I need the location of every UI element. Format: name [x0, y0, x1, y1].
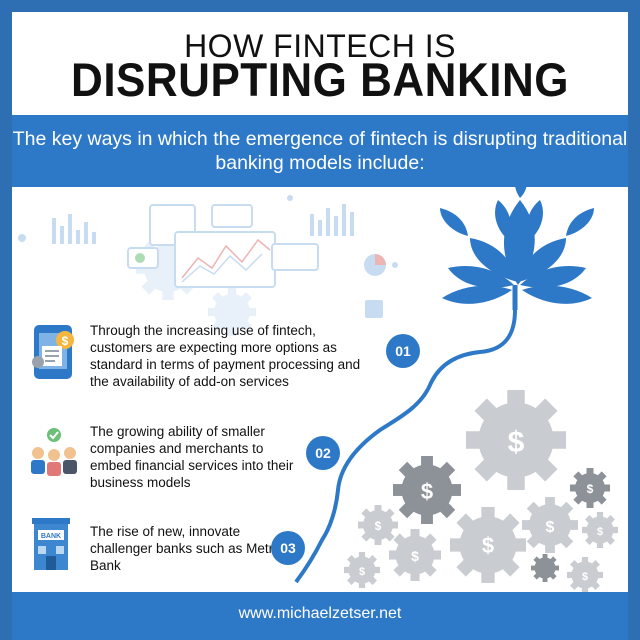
bank-sign: BANK: [41, 533, 61, 540]
item-text: The growing ability of smaller companies…: [90, 424, 294, 490]
growth-line: [294, 309, 517, 584]
dollar-sign-icon: $: [508, 426, 525, 459]
bar-chart-icon: [52, 204, 354, 244]
dollar-sign-icon: $: [597, 526, 603, 538]
gears-illustration: $ $ $ $ $ $ $ $ $ $: [344, 390, 618, 593]
dollar-sign-icon: $: [587, 482, 594, 496]
footer-band: www.michaelzetser.net: [12, 592, 628, 640]
people-icon: [31, 428, 77, 476]
list-item: The rise of new, innovate challenger ban…: [90, 523, 290, 574]
step-number-badge: 01: [386, 334, 420, 368]
dollar-sign-icon: $: [482, 533, 494, 558]
dollar-sign-icon: $: [411, 548, 419, 564]
dashboard-illustration: [18, 195, 398, 336]
dollar-sign-icon: $: [359, 566, 365, 578]
dollar-sign-icon: $: [546, 519, 555, 536]
phone-payment-icon: $: [32, 325, 74, 379]
svg-text:$: $: [62, 334, 69, 348]
bank-icon: BANK: [32, 518, 70, 570]
dollar-sign-icon: $: [582, 571, 588, 583]
step-number-badge: 02: [306, 436, 340, 470]
plant-illustration: [440, 168, 594, 310]
footer-url-link[interactable]: www.michaelzetser.net: [238, 605, 402, 622]
dollar-sign-icon: $: [421, 479, 433, 504]
step-number-badge: 03: [271, 531, 305, 565]
list-item: Through the increasing use of fintech, c…: [90, 322, 380, 390]
list-item: The growing ability of smaller companies…: [90, 423, 300, 491]
item-text: The rise of new, innovate challenger ban…: [90, 524, 281, 573]
pie-chart-icon: [364, 254, 386, 276]
title-top: HOW FINTECH IS: [184, 28, 456, 64]
dollar-sign-icon: $: [375, 519, 382, 533]
item-text: Through the increasing use of fintech, c…: [90, 323, 361, 389]
intro-text: The key ways in which the emergence of f…: [12, 128, 628, 174]
